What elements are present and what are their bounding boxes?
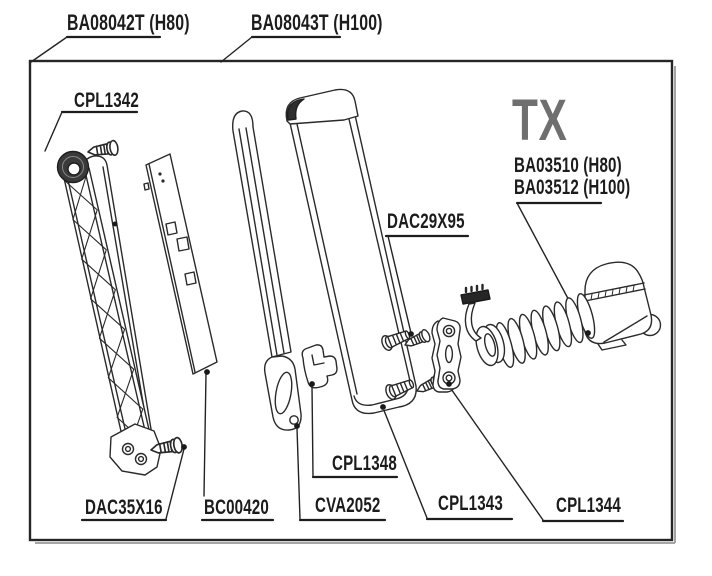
motor-assembly-drawing — [460, 261, 662, 368]
label-ba03512: BA03512 (H100) — [514, 176, 631, 199]
label-bc00420: BC00420 — [204, 496, 269, 519]
label-cpl1342: CPL1342 — [74, 89, 139, 112]
product-series-title: TX — [512, 88, 568, 153]
label-cpl1343: CPL1343 — [438, 492, 503, 515]
label-frame-h100: BA08043T (H100) — [251, 10, 383, 35]
label-cpl1344: CPL1344 — [556, 494, 621, 517]
label-cpl1348: CPL1348 — [332, 452, 397, 475]
hook-clip-drawing — [301, 344, 338, 389]
label-ba03510: BA03510 (H80) — [514, 154, 622, 177]
label-cva2052: CVA2052 — [315, 494, 381, 517]
label-dac29x95: DAC29X95 — [387, 210, 465, 233]
label-frame-h80: BA08042T (H80) — [67, 10, 190, 35]
lattice-arm-drawing — [56, 150, 162, 476]
fork-arm-drawing — [232, 110, 302, 431]
link-plate-drawing — [431, 317, 462, 393]
cover-strip-drawing — [143, 153, 218, 375]
leader-lines — [30, 35, 625, 523]
leader-dots — [112, 221, 591, 450]
label-dac35x16: DAC35X16 — [85, 496, 163, 519]
